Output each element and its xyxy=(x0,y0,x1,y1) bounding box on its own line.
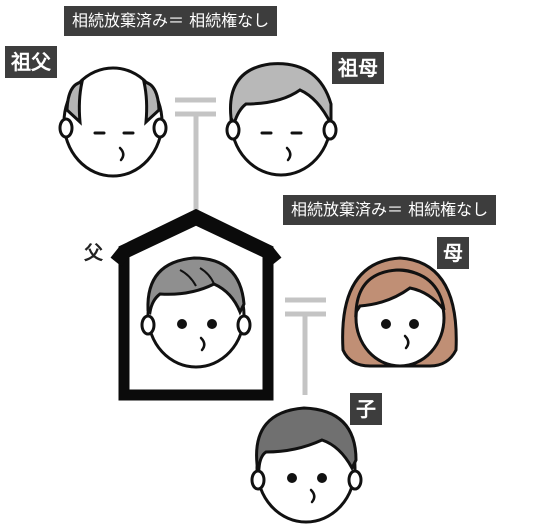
mother-label: 母 xyxy=(437,237,469,269)
child-label: 子 xyxy=(350,393,382,425)
grandmother-label: 祖母 xyxy=(332,52,384,84)
parents-status-note: 相続放棄済み＝ 相続権なし xyxy=(283,195,497,225)
parents-marriage-line xyxy=(285,297,326,317)
child-face xyxy=(250,406,363,524)
father-face xyxy=(140,256,252,369)
grandfather-label: 祖父 xyxy=(5,46,57,78)
grandfather-face xyxy=(58,66,168,178)
grandparents-marriage-line xyxy=(175,97,216,117)
mother-face xyxy=(341,256,458,368)
grandparents-status-note: 相続放棄済み＝ 相続権なし xyxy=(64,6,278,36)
grandmother-face xyxy=(225,62,338,177)
father-label: 父 xyxy=(84,242,104,264)
father-memorial-frame xyxy=(110,208,282,401)
